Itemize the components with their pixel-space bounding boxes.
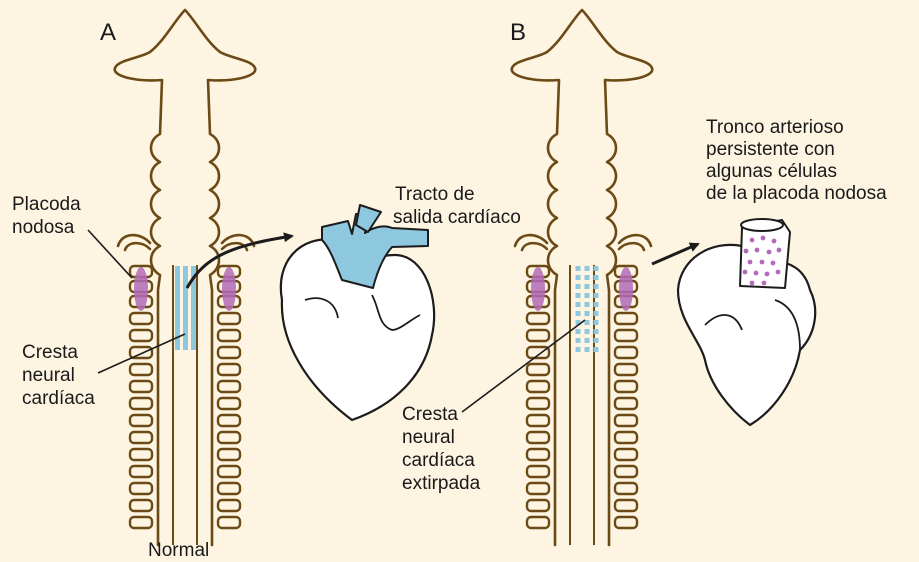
- label-tronco-line4: de la placoda nodosa: [706, 183, 887, 204]
- heart-normal: [281, 205, 434, 420]
- otic-arc-left-inner-b: [522, 243, 547, 250]
- label-cresta-b-line1: Cresta: [402, 404, 458, 425]
- label-cresta-a-line2: neural: [22, 365, 75, 386]
- label-cresta-a-line1: Cresta: [22, 342, 78, 363]
- panel-b-letter: B: [510, 19, 526, 46]
- neural-crest-bar-a2: [183, 266, 188, 350]
- label-cresta-b-line4: extirpada: [402, 473, 481, 494]
- nodose-placode-right-b: [619, 267, 633, 311]
- label-tronco-line1: Tronco arterioso: [706, 117, 844, 138]
- label-placoda-line1: Placoda: [12, 194, 81, 215]
- otic-arc-right-inner-b: [619, 243, 644, 250]
- label-cresta-b-line3: cardíaca: [402, 450, 475, 471]
- label-tronco-line3: algunas células: [706, 161, 837, 182]
- caption-normal: Normal: [148, 540, 209, 561]
- heart-persistent-truncus: [678, 219, 815, 425]
- nodose-placode-left-a: [134, 267, 148, 311]
- pointer-cresta-b: [462, 320, 585, 412]
- nodose-placode-left-b: [531, 267, 545, 311]
- otic-arc-left-inner-a: [125, 243, 150, 250]
- label-tracto-line1: Tracto de: [395, 184, 475, 205]
- label-tronco-line2: persistente con: [706, 139, 835, 160]
- label-cresta-b-line2: neural: [402, 427, 455, 448]
- panel-a-letter: A: [100, 19, 116, 46]
- label-placoda-line2: nodosa: [12, 217, 75, 238]
- label-tracto-line2: salida cardíaco: [393, 207, 521, 228]
- nodose-placode-right-a: [222, 267, 236, 311]
- label-cresta-a-line3: cardíaca: [22, 388, 95, 409]
